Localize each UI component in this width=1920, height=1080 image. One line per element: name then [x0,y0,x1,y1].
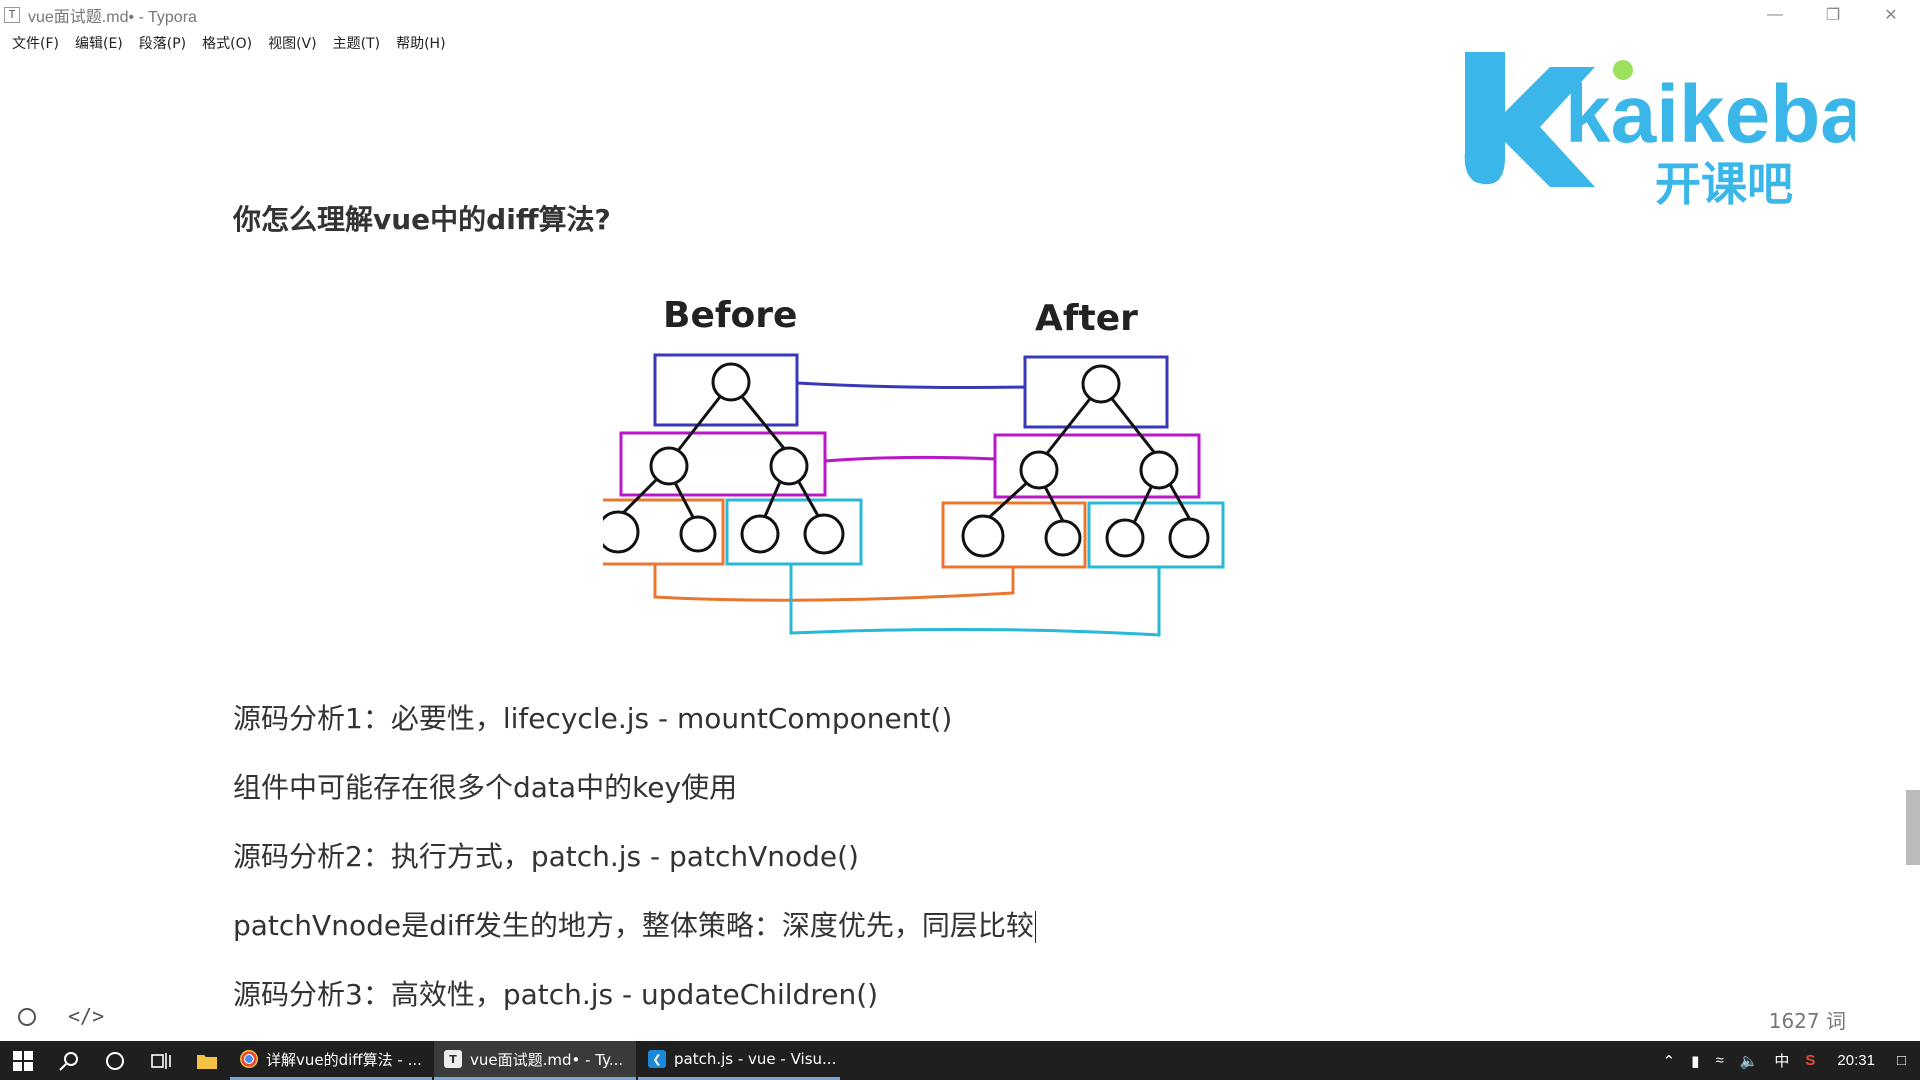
outline-toggle-icon[interactable] [18,1008,36,1026]
paragraph-2: 组件中可能存在很多个data中的key使用 [233,771,738,804]
taskbar-app-label: 详解vue的diff算法 - ... [266,1050,422,1069]
task-view-icon [151,1052,171,1069]
before-level1-box [653,353,799,427]
minimize-button[interactable]: — [1746,0,1804,30]
tray-chevron-up-icon[interactable]: ⌃ [1662,1052,1676,1070]
level-connectors [653,381,1161,637]
connector-level1 [796,381,1026,389]
word-count[interactable]: 1627 词 [1768,1009,1846,1033]
minimize-icon: — [1767,6,1783,23]
cortana-button[interactable] [92,1041,138,1080]
before-right-box [725,498,863,566]
window-title: vue面试题.md• - Typora [28,9,197,26]
after-right-box [1087,501,1225,569]
diagram-before-label: Before [663,295,797,336]
vscode-icon: ❮ [648,1050,666,1068]
before-left-box [603,498,725,566]
before-tree [603,353,863,566]
paragraph-4-text: patchVnode是diff发生的地方，整体策略：深度优先，同层比较 [233,909,1034,942]
before-level2-box [619,431,827,497]
taskbar-app-label: patch.js - vue - Visu... [674,1050,837,1068]
menu-theme[interactable]: 主题(T) [332,36,381,52]
text-caret [1034,911,1037,943]
logo-brand-text: kaikeba [1565,69,1855,160]
typora-app-icon: T [4,7,20,23]
kaikeba-logo: kaikeba 开课吧 [1464,52,1855,211]
wifi-icon[interactable]: ≈ [1715,1052,1724,1069]
close-icon: ✕ [1884,7,1898,24]
menu-paragraph[interactable]: 段落(P) [138,36,187,52]
menu-view[interactable]: 视图(V) [268,36,317,52]
paragraph-1: 源码分析1：必要性，lifecycle.js - mountComponent(… [233,702,953,735]
system-tray: ⌃ ▮ ≈ 🔈 中 S 20:31 □ [1655,1041,1920,1080]
paragraph-5: 源码分析3：高效性，patch.js - updateChildren() [233,978,879,1011]
connector-level2 [824,455,996,463]
diff-diagram: Before After [603,295,1225,637]
search-icon [59,1051,78,1071]
taskbar-app-typora[interactable]: T vue面试题.md• - Ty... [434,1041,636,1080]
battery-icon[interactable]: ▮ [1691,1052,1700,1070]
close-button[interactable]: ✕ [1862,0,1920,30]
menu-help[interactable]: 帮助(H) [396,36,446,52]
folder-icon [197,1054,217,1069]
menu-format[interactable]: 格式(O) [202,36,253,52]
menu-edit[interactable]: 编辑(E) [74,36,123,52]
clock[interactable]: 20:31 [1837,1052,1875,1069]
source-code-toggle[interactable]: </> [68,1004,105,1028]
volume-icon[interactable]: 🔈 [1739,1052,1759,1070]
taskbar-app-chrome[interactable]: 详解vue的diff算法 - ... [230,1041,432,1080]
connector-right [789,564,1161,637]
window-controls: — ❐ ✕ [1746,0,1920,30]
sogou-icon[interactable]: S [1805,1052,1816,1069]
after-tree [941,355,1225,569]
chrome-icon [240,1050,258,1068]
task-view-button[interactable] [138,1041,184,1080]
menu-bar: 文件(F) 编辑(E) 段落(P) 格式(O) 视图(V) 主题(T) 帮助(H… [0,30,454,56]
taskbar-app-label: vue面试题.md• - Ty... [470,1050,624,1069]
paragraph-3: 源码分析2：执行方式，patch.js - patchVnode() [233,840,859,873]
ime-indicator[interactable]: 中 [1774,1053,1790,1070]
taskbar-app-vscode[interactable]: ❮ patch.js - vue - Visu... [638,1041,840,1080]
logo-brand-cn: 开课吧 [1655,157,1793,211]
cortana-icon [106,1051,124,1070]
page-heading: 你怎么理解vue中的diff算法? [233,203,611,236]
scrollbar-thumb[interactable] [1906,790,1920,865]
search-button[interactable] [46,1041,92,1080]
windows-icon [13,1050,33,1071]
after-level2-box [993,433,1201,499]
after-level1-box [1023,355,1169,429]
restore-icon: ❐ [1825,7,1841,24]
restore-button[interactable]: ❐ [1804,0,1862,30]
typora-icon: T [444,1050,462,1068]
title-bar: T vue面试题.md• - Typora — ❐ ✕ [0,0,1920,30]
taskbar: 详解vue的diff算法 - ... T vue面试题.md• - Ty... … [0,1041,1920,1080]
menu-file[interactable]: 文件(F) [12,36,59,52]
file-explorer-button[interactable] [184,1041,230,1080]
diagram-after-label: After [1035,298,1138,339]
document-area[interactable]: 你怎么理解vue中的diff算法? Before After [233,0,1733,1020]
notification-icon[interactable]: □ [1896,1052,1906,1069]
connector-left [653,564,1015,602]
paragraph-4: patchVnode是diff发生的地方，整体策略：深度优先，同层比较 [233,904,1037,944]
start-button[interactable] [0,1041,46,1080]
